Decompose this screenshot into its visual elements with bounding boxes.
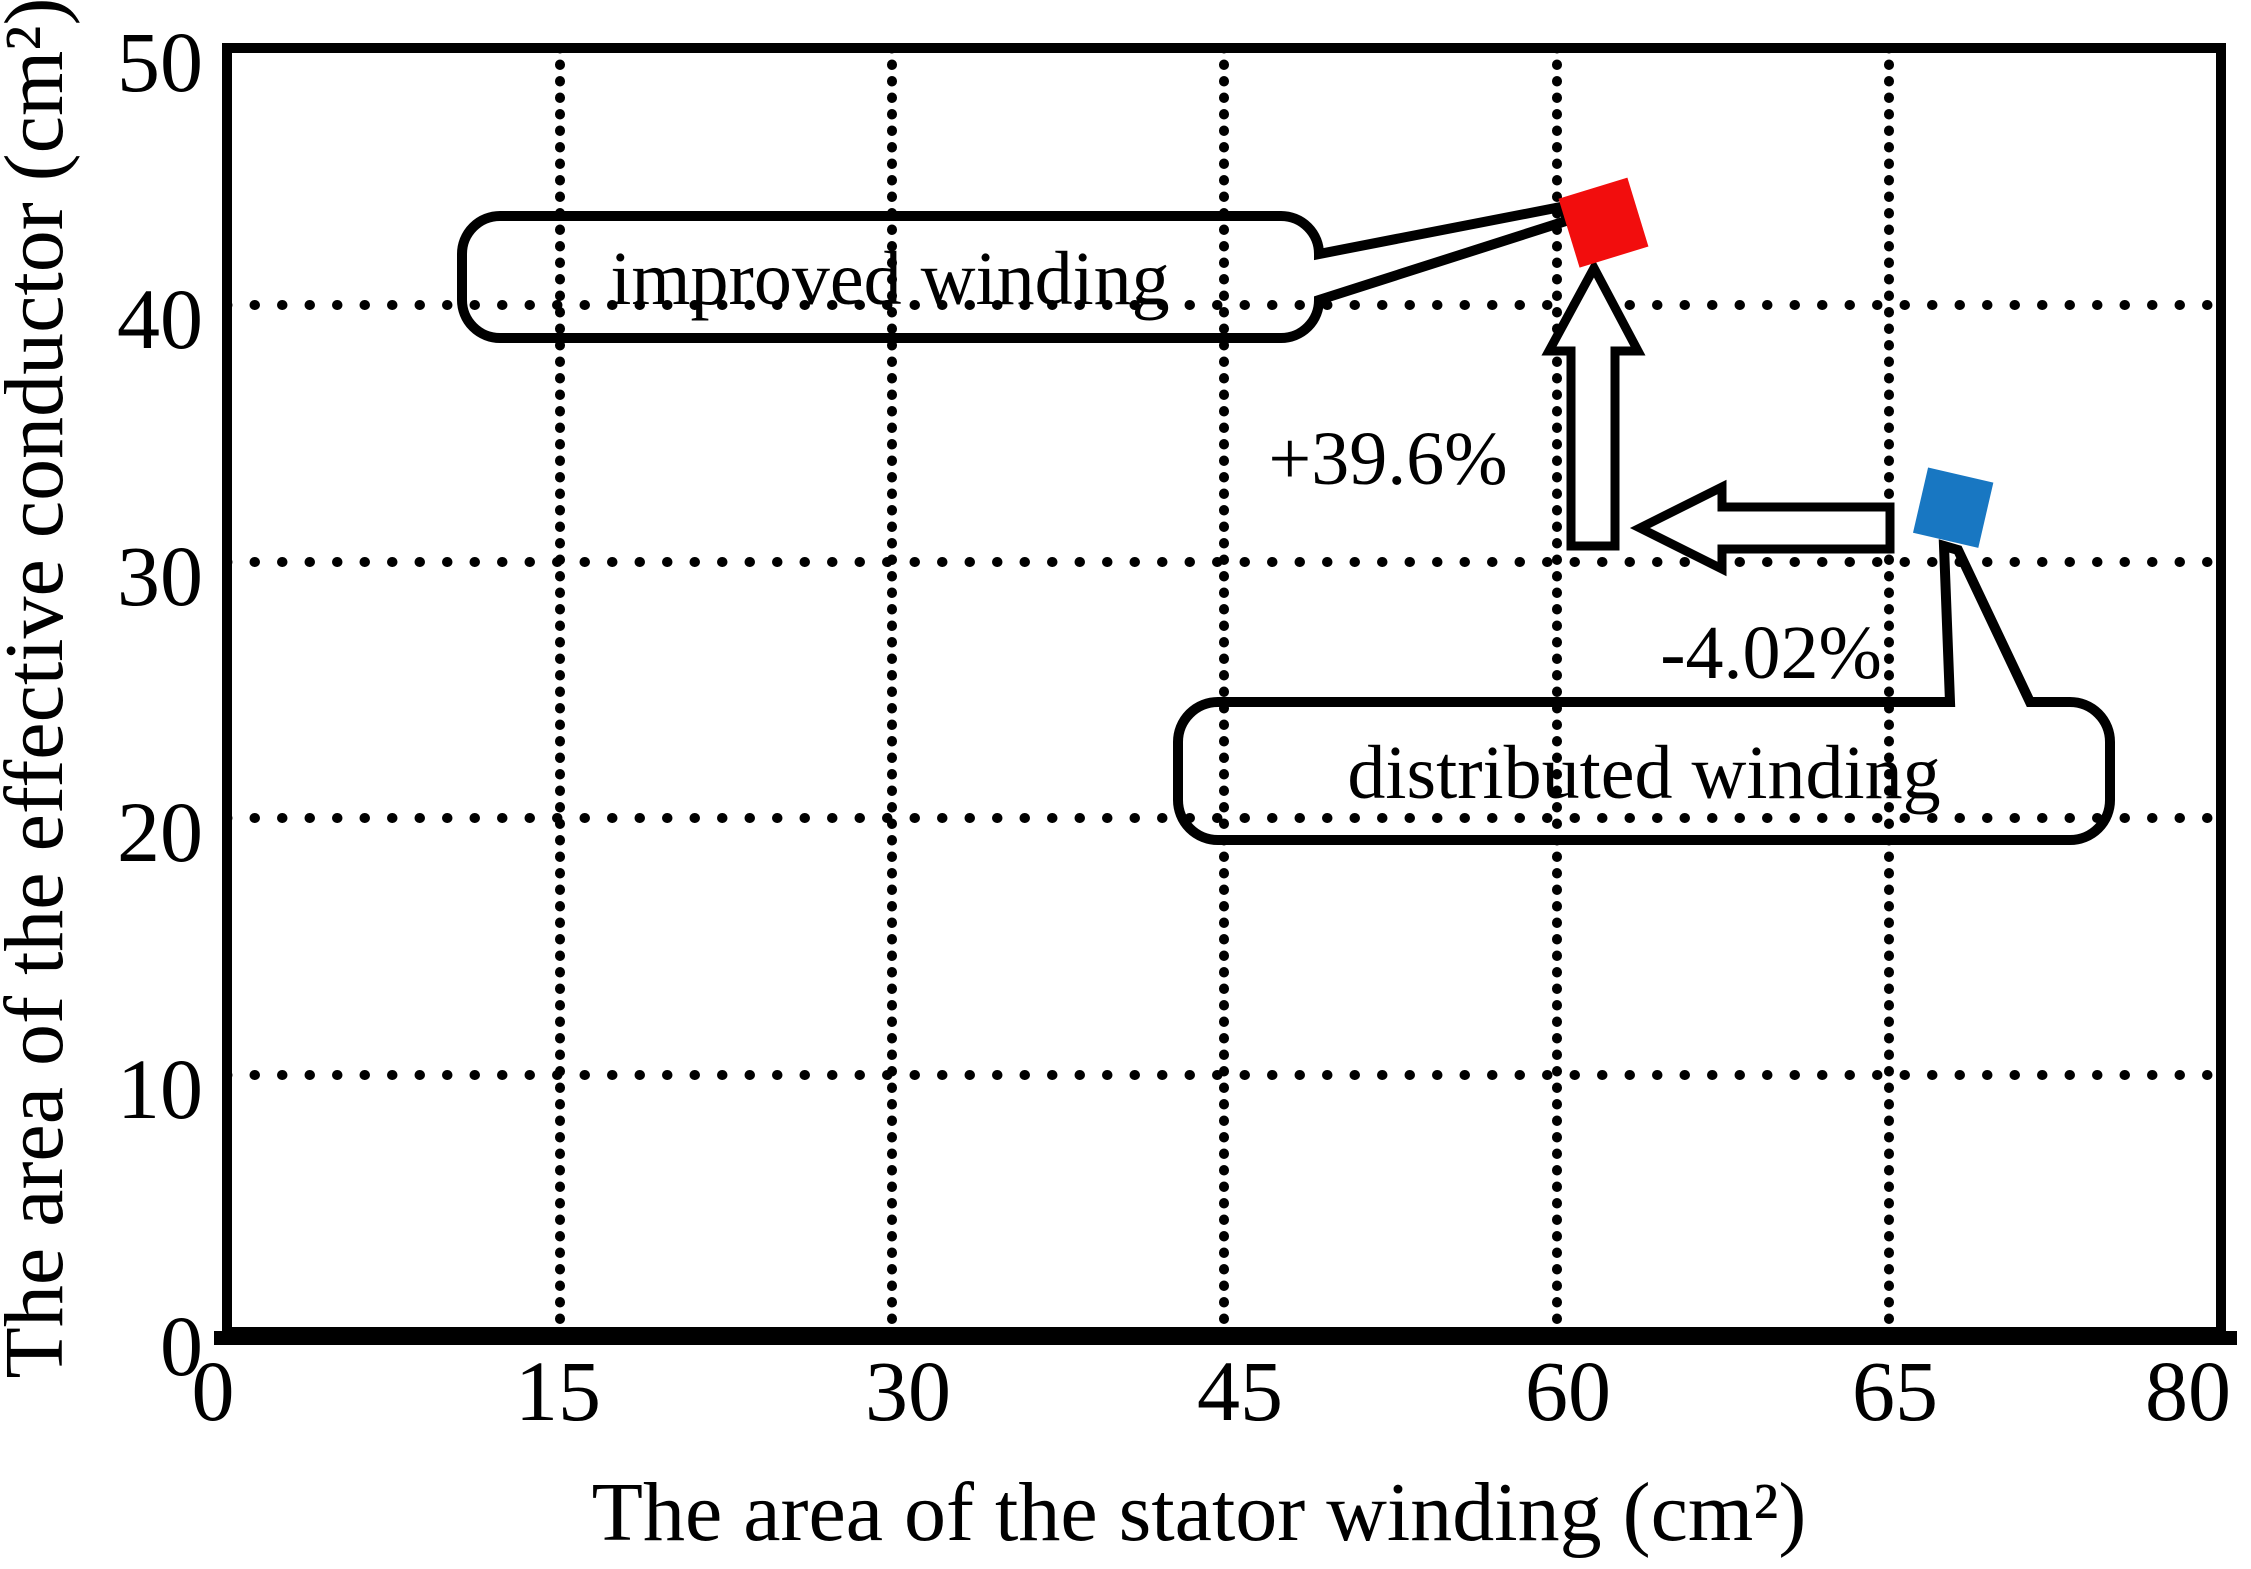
improved-winding-point — [1558, 177, 1649, 268]
x-tick-80: 80 — [2145, 1343, 2231, 1439]
x-axis-title: The area of the stator winding (cm²) — [592, 1466, 1807, 1559]
vertical-gridlines — [555, 43, 1894, 1337]
horizontal-gridlines — [222, 300, 2226, 1080]
y-tick-20: 20 — [117, 784, 203, 880]
conductor-increase-annotation: +39.6% — [1268, 417, 1507, 501]
improved-callout-label: improved winding — [610, 237, 1169, 321]
y-tick-50: 50 — [117, 14, 203, 110]
improved-winding-callout: improved winding — [457, 199, 1571, 343]
distributed-callout-bubble — [1173, 539, 2115, 845]
y-tick-30: 30 — [117, 528, 203, 624]
up-block-arrow-icon — [1541, 258, 1646, 551]
distributed-winding-callout: distributed winding — [1173, 539, 2115, 845]
distributed-callout-label: distributed winding — [1347, 731, 1940, 815]
x-tick-15: 15 — [515, 1343, 601, 1439]
x-tick-45: 45 — [1197, 1343, 1283, 1439]
x-tick-labels: 0 15 30 45 60 65 80 — [192, 1343, 2232, 1439]
distributed-winding-point — [1913, 467, 1994, 548]
improved-callout-bubble — [457, 199, 1571, 343]
y-axis-title: The area of the effective conductor (cm²… — [0, 0, 81, 1378]
y-tick-40: 40 — [117, 271, 203, 367]
x-tick-60: 60 — [1525, 1343, 1611, 1439]
y-tick-0: 0 — [160, 1298, 203, 1394]
y-tick-labels: 50 40 30 20 10 0 — [117, 14, 203, 1394]
x-tick-65: 65 — [1852, 1343, 1938, 1439]
x-tick-30: 30 — [865, 1343, 951, 1439]
left-block-arrow-icon — [1629, 479, 1895, 577]
y-tick-10: 10 — [117, 1041, 203, 1137]
x-tick-0: 0 — [192, 1343, 235, 1439]
stator-change-annotation: -4.02% — [1660, 611, 1882, 695]
